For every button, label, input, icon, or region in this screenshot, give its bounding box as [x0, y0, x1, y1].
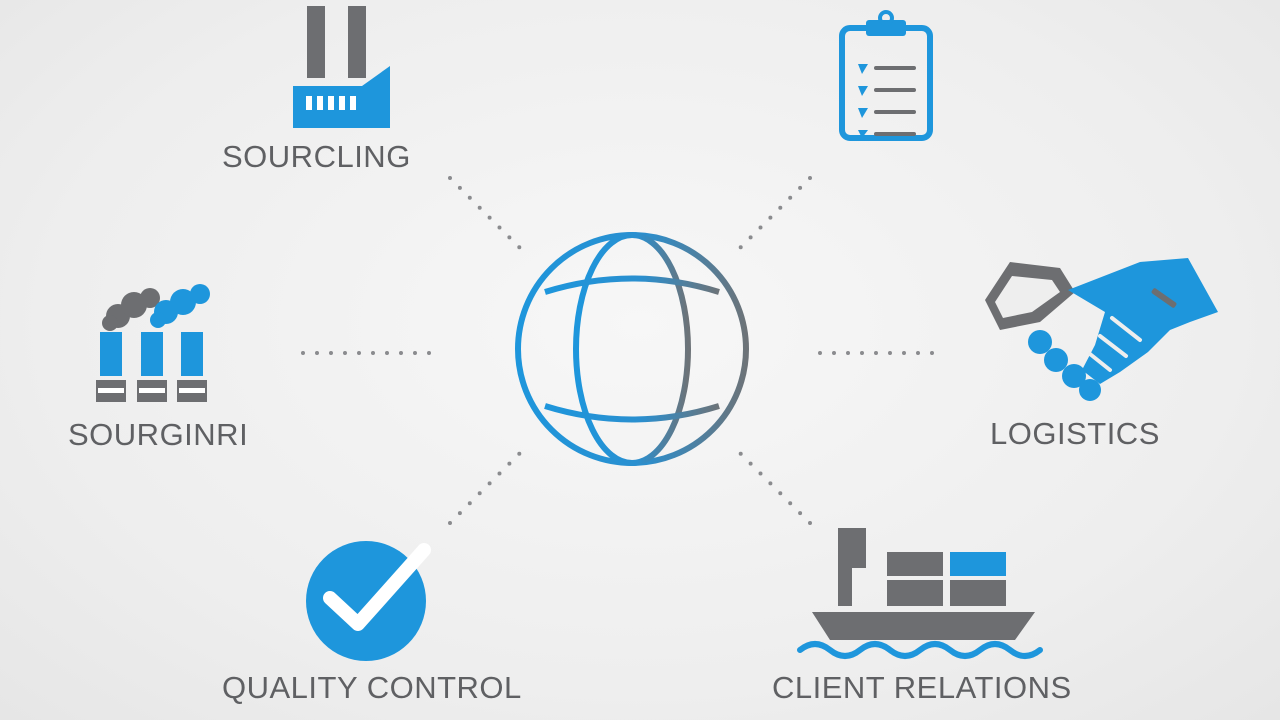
handshake-icon	[985, 258, 1218, 401]
factory-icon	[293, 6, 390, 128]
connector-lines	[301, 176, 942, 525]
label-client-relations: CLIENT RELATIONS	[772, 670, 1072, 705]
cargo-ship-icon	[797, 528, 1043, 659]
connector-top-right	[738, 176, 812, 250]
label-logistics: LOGISTICS	[990, 416, 1160, 451]
connector-bottom-right	[738, 451, 812, 525]
clipboard-checklist-icon	[839, 10, 933, 141]
label-sourcing: SOURCLING	[222, 139, 411, 174]
globe-icon	[515, 232, 749, 466]
connector-top-left	[448, 176, 522, 250]
connector-bottom-left	[448, 451, 522, 525]
label-quality-control: QUALITY CONTROL	[222, 670, 522, 705]
label-sourcing-alt: SOURGINRI	[68, 417, 249, 452]
checkmark-icon	[306, 541, 431, 661]
smokestack-factory-icon	[96, 284, 210, 402]
